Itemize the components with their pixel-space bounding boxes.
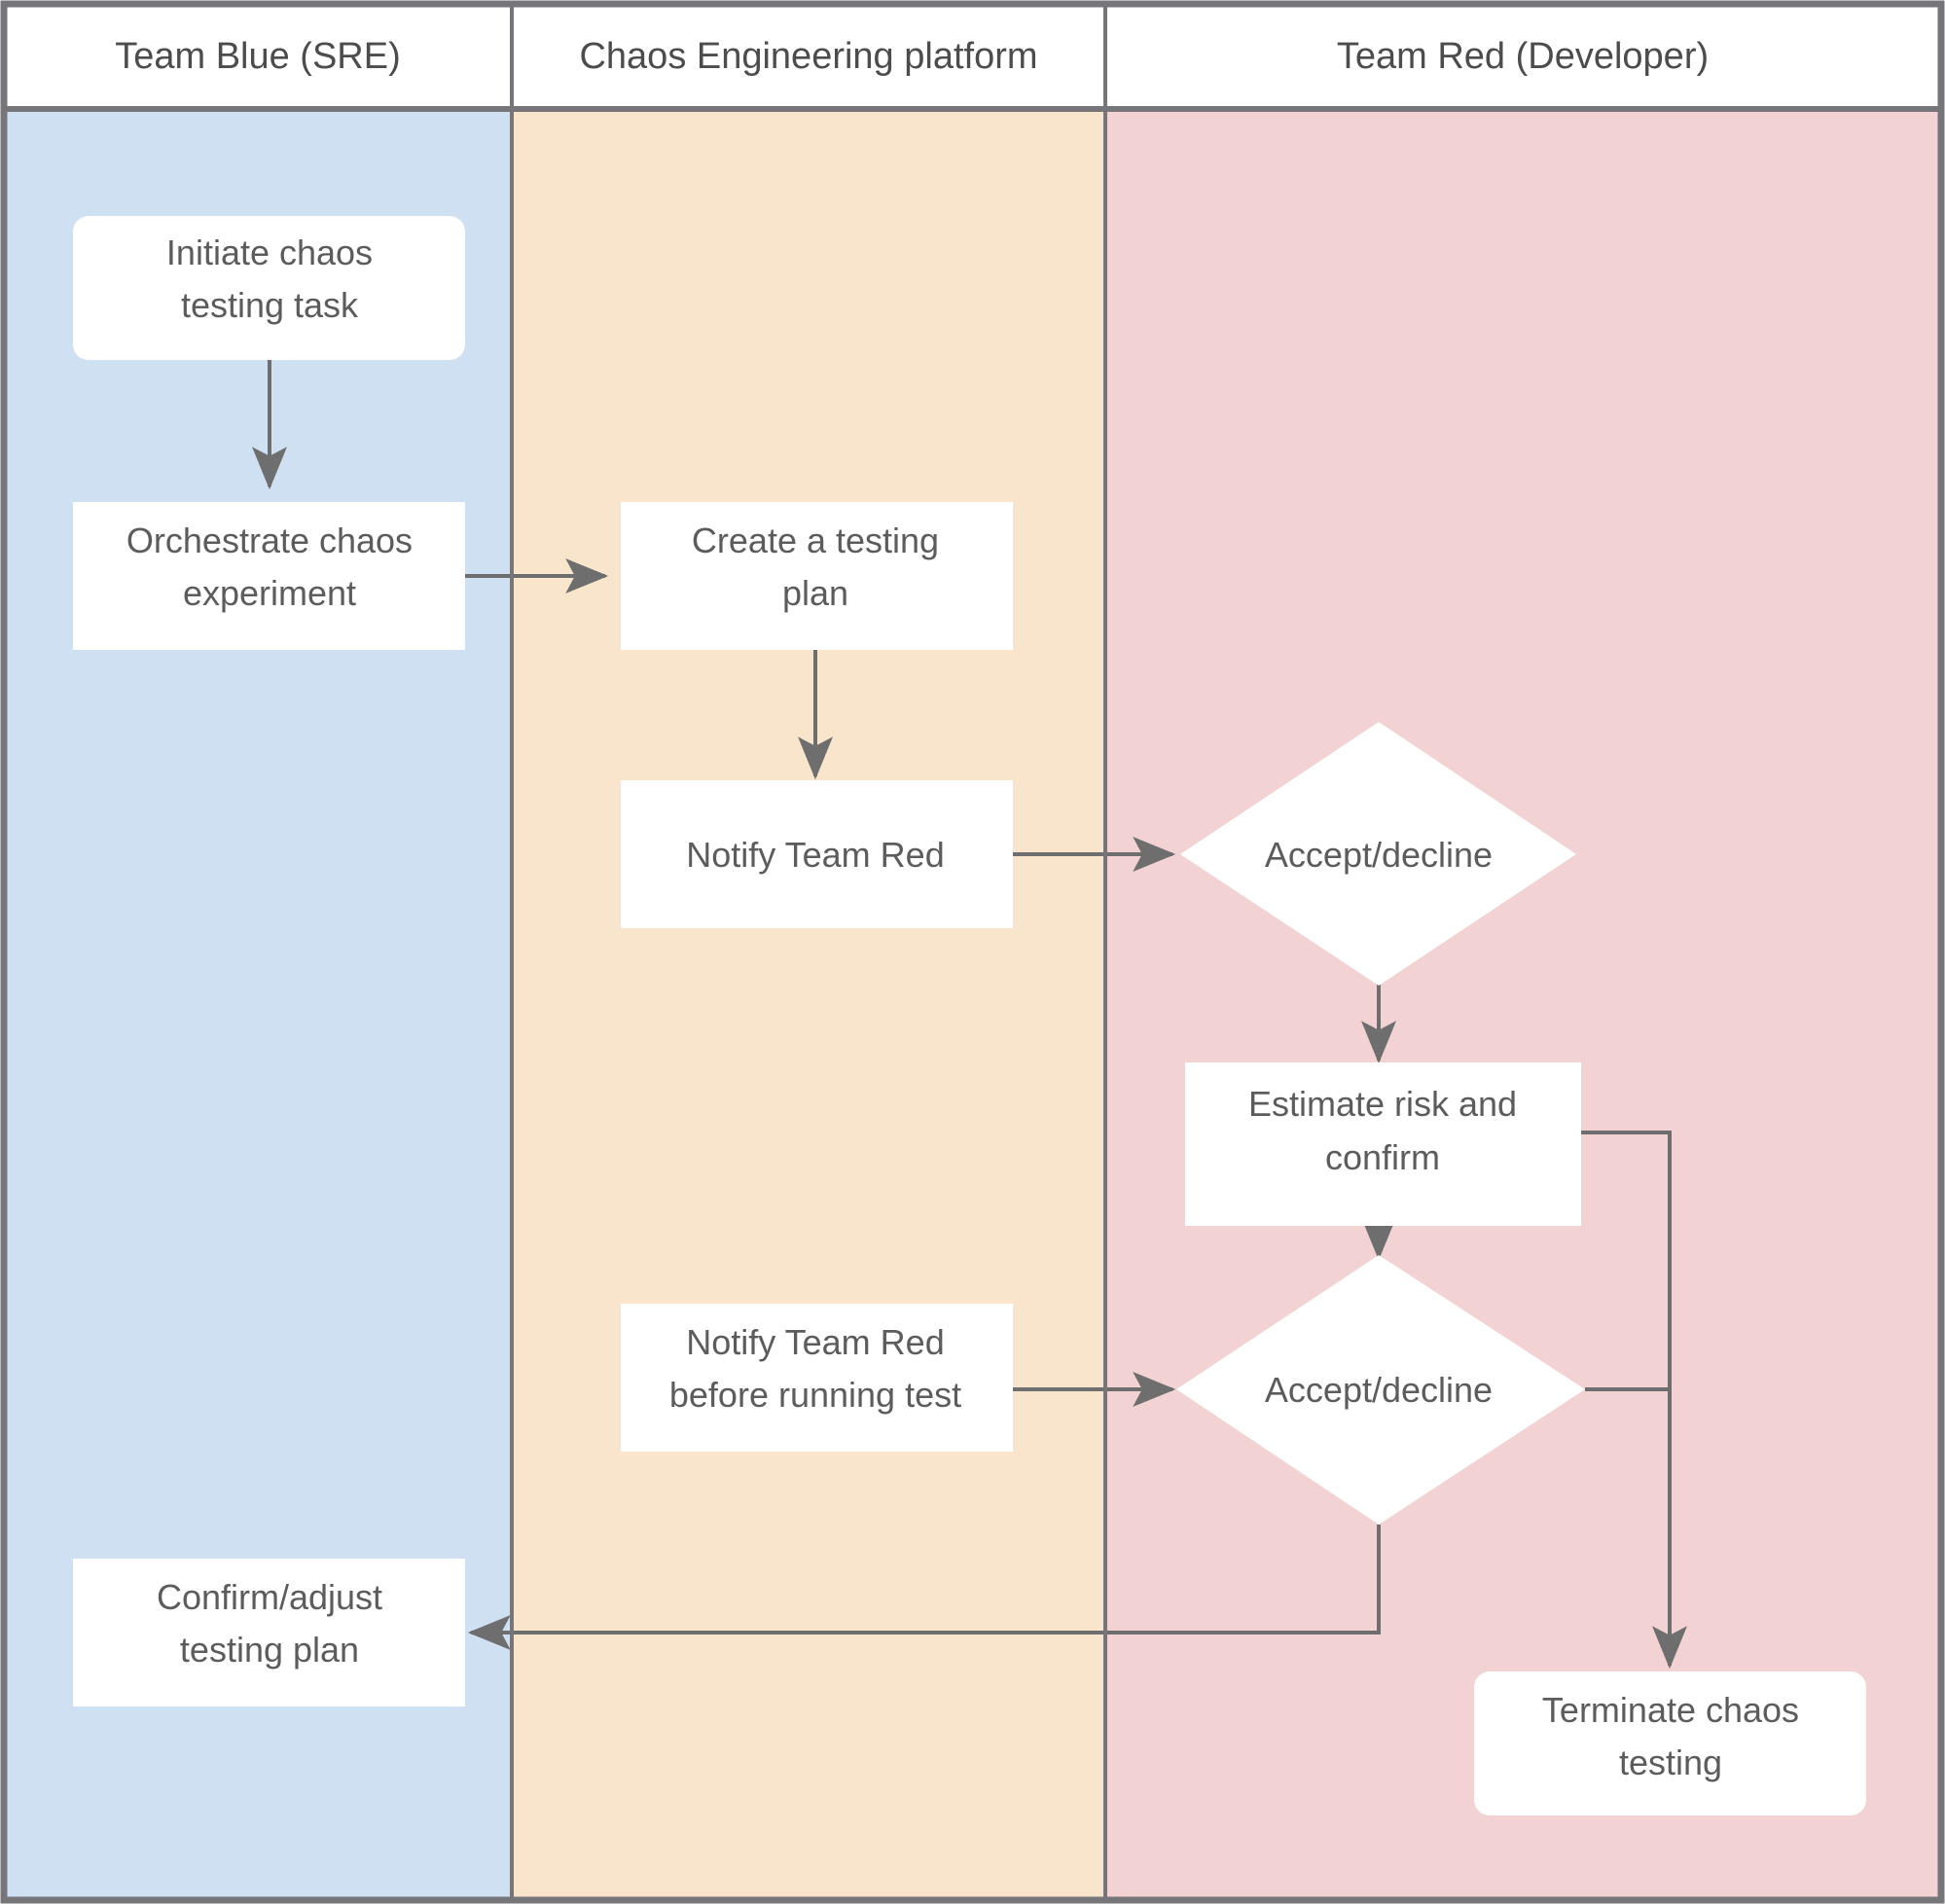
edge-estimate-to-terminate — [1581, 1131, 1687, 1670]
node-label-line: Notify Team Red — [686, 1322, 944, 1362]
node-label-line: Confirm/adjust — [157, 1577, 382, 1617]
node-confirm-adjust-testing-plan[interactable]: Confirm/adjust testing plan — [73, 1559, 465, 1706]
edges — [252, 360, 1687, 1670]
lane-title-orange: Chaos Engineering platform — [579, 36, 1037, 77]
node-label-line: Notify Team Red — [686, 835, 944, 875]
node-label-line: testing plan — [180, 1630, 359, 1670]
node-label-line: plan — [782, 573, 848, 613]
lane-body-red — [1105, 109, 1940, 1899]
lane-title-red: Team Red (Developer) — [1337, 36, 1709, 77]
node-accept-decline-second[interactable]: Accept/decline — [1176, 1255, 1585, 1525]
node-orchestrate-chaos-experiment[interactable]: Orchestrate chaos experiment — [73, 502, 465, 650]
lane-headers: Team Blue (SRE) Chaos Engineering platfo… — [5, 5, 1940, 109]
node-create-a-testing-plan[interactable]: Create a testing plan — [621, 502, 1013, 650]
node-initiate-chaos-testing-task[interactable]: Initiate chaos testing task — [73, 216, 465, 360]
node-label-line: experiment — [183, 573, 356, 613]
node-notify-team-red-before-running-test[interactable]: Notify Team Red before running test — [621, 1304, 1013, 1452]
node-notify-team-red[interactable]: Notify Team Red — [621, 780, 1013, 928]
node-estimate-risk-and-confirm[interactable]: Estimate risk and confirm — [1185, 1062, 1581, 1226]
node-label-line: Orchestrate chaos — [126, 521, 413, 560]
lane-backgrounds — [5, 109, 1940, 1899]
lane-body-orange — [512, 109, 1105, 1899]
lane-title-blue: Team Blue (SRE) — [115, 36, 401, 77]
lane-header-orange — [512, 5, 1105, 109]
edge-decision2-to-confirm — [467, 1525, 1381, 1650]
node-label-line: Initiate chaos — [166, 233, 373, 272]
node-label-line: before running test — [669, 1375, 961, 1415]
node-label-line: Estimate risk and — [1248, 1084, 1517, 1124]
node-label-line: testing task — [181, 285, 359, 325]
node-label-line: Terminate chaos — [1542, 1690, 1799, 1730]
node-label-line: confirm — [1325, 1137, 1440, 1177]
node-label-line: testing — [1619, 1742, 1722, 1782]
node-label-line: Create a testing — [692, 521, 939, 560]
node-label-line: Accept/decline — [1265, 835, 1493, 875]
node-label-line: Accept/decline — [1265, 1370, 1493, 1410]
node-terminate-chaos-testing[interactable]: Terminate chaos testing — [1474, 1671, 1866, 1815]
node-accept-decline-first[interactable]: Accept/decline — [1180, 722, 1576, 986]
lane-header-red — [1105, 5, 1940, 109]
lane-header-blue — [5, 5, 512, 109]
